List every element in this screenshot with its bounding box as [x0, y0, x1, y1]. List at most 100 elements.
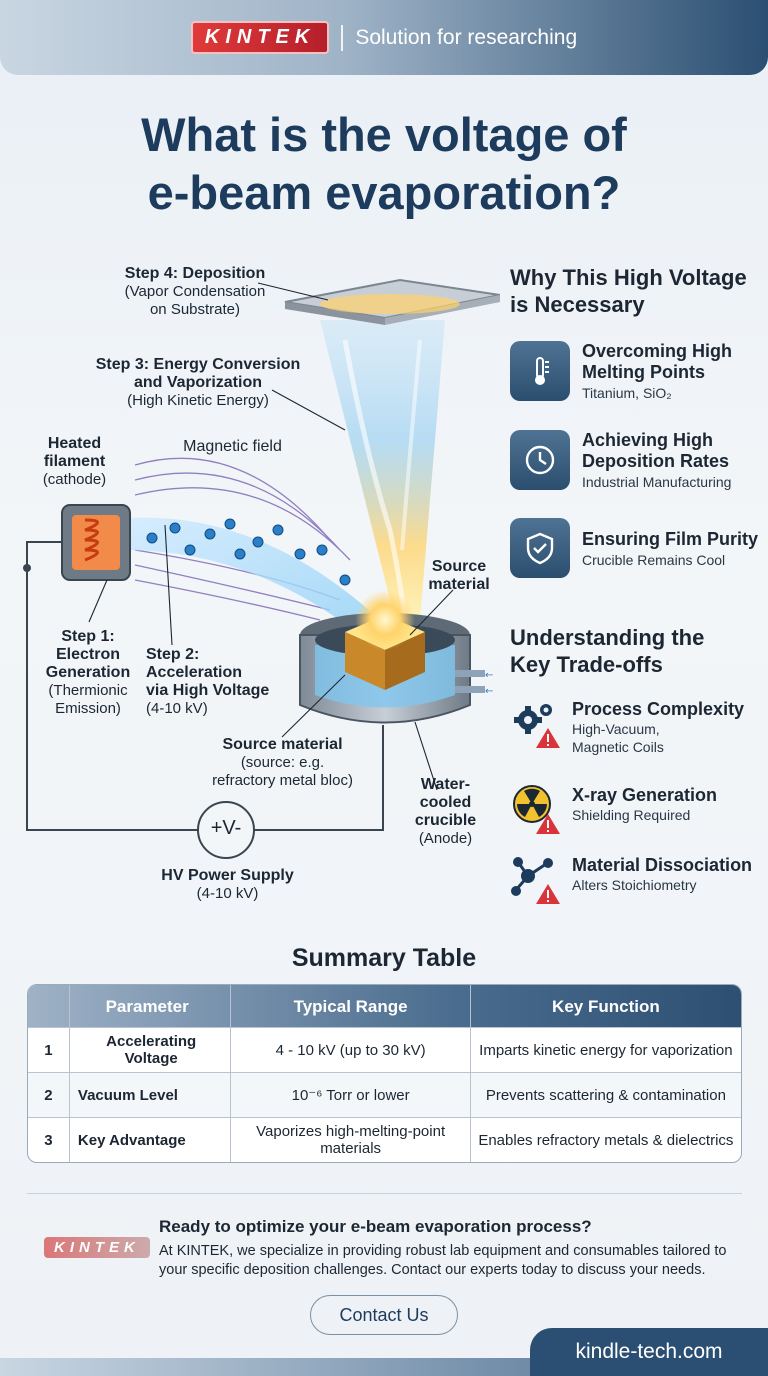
page-title-line-2: e-beam evaporation?	[147, 166, 621, 219]
step3-sub: (High Kinetic Energy)	[127, 392, 269, 409]
tradeoff-xray-title: X-ray Generation	[572, 785, 718, 805]
why-item-melting-sub: Titanium, SiO₂	[582, 385, 672, 401]
cta-body: At KINTEK, we specialize in providing ro…	[159, 1243, 727, 1278]
why-heading-2: is Necessary	[510, 292, 645, 317]
source-bottom-sub-1: (source: e.g.	[240, 754, 325, 771]
header-parameter: Parameter	[68, 985, 231, 1027]
step3-label: Step 3: Energy Conversion and Vaporizati…	[92, 356, 304, 410]
page-title: What is the voltage of e-beam evaporatio…	[0, 106, 768, 222]
tradeoffs-heading: Understanding the Key Trade-offs	[510, 624, 704, 678]
tradeoff-dissociation-title: Material Dissociation	[572, 855, 753, 875]
crucible-title-2: cooled	[419, 794, 472, 811]
row-range: 4 - 10 kV (up to 30 kV)	[230, 1028, 469, 1072]
tradeoff-dissociation-sub-1: Alters Stoichiometry	[572, 877, 697, 893]
tradeoff-xray: X-ray Generation Shielding Required	[510, 784, 717, 834]
shield-check-icon	[510, 518, 570, 578]
header-separator	[341, 24, 344, 51]
why-item-rates-sub: Industrial Manufacturing	[582, 474, 732, 490]
why-item-melting-title-2: Melting Points	[582, 362, 705, 382]
tradeoff-complexity-title: Process Complexity	[572, 699, 745, 719]
footer-strip	[0, 1358, 530, 1376]
table-header-row: Parameter Typical Range Key Function	[28, 985, 741, 1027]
contact-us-button[interactable]: Contact Us	[310, 1295, 458, 1335]
source-top-2: material	[428, 576, 490, 593]
clock-icon	[510, 430, 570, 490]
molecule-warning-icon	[510, 854, 560, 904]
source-top-1: Source	[431, 558, 487, 575]
step1-title-1: Step 1:	[61, 628, 115, 645]
why-item-melting-title-1: Overcoming High	[582, 341, 733, 361]
cta-kintek-logo[interactable]: KINTEK	[44, 1237, 150, 1258]
magnetic-field-label: Magnetic field	[183, 438, 282, 455]
step3-title-1: Step 3: Energy Conversion	[95, 356, 301, 373]
why-item-rates: Achieving High Deposition Rates Industri…	[510, 430, 731, 490]
filament-sub: (cathode)	[42, 471, 107, 488]
summary-table: Parameter Typical Range Key Function 1 A…	[27, 984, 742, 1163]
step1-sub-1: (Thermionic	[48, 682, 128, 699]
source-top-label: Source material	[420, 558, 498, 594]
step1-label: Step 1: Electron Generation (Thermionic …	[38, 628, 138, 718]
source-bottom-label: Source material (source: e.g. refractory…	[200, 736, 365, 790]
step2-title-1: Step 2:	[146, 646, 200, 663]
step4-sub-2: on Substrate)	[149, 301, 241, 318]
tradeoffs-heading-1: Understanding the	[510, 625, 705, 650]
header-bar: KINTEK Solution for researching	[0, 0, 768, 75]
section-divider	[27, 1193, 742, 1194]
row-range: 10⁻⁶ Torr or lower	[230, 1073, 469, 1117]
row-function: Enables refractory metals & dielectrics	[469, 1118, 741, 1162]
step4-label: Step 4: Deposition (Vapor Condensation o…	[110, 265, 280, 319]
summary-title: Summary Table	[291, 944, 477, 972]
leader-lines	[88, 282, 454, 791]
step3-title-2: and Vaporization	[133, 374, 262, 391]
table-row: 2 Vacuum Level 10⁻⁶ Torr or lower Preven…	[28, 1072, 741, 1117]
why-item-purity-sub: Crucible Remains Cool	[582, 551, 726, 568]
power-supply-symbol	[197, 801, 255, 859]
kintek-logo[interactable]: KINTEK	[190, 21, 330, 54]
step2-title-2: Acceleration	[146, 664, 243, 681]
step4-title: Step 4: Deposition	[124, 265, 266, 282]
magnetic-field-lines	[134, 457, 351, 621]
source-bottom-title: Source material	[222, 736, 343, 753]
row-function: Prevents scattering & contamination	[469, 1073, 741, 1117]
power-sub: (4-10 kV)	[196, 885, 259, 902]
why-item-rates-title-1: Achieving High	[582, 430, 714, 450]
why-item-purity: Ensuring Film Purity Crucible Remains Co…	[510, 518, 758, 578]
step2-label: Step 2: Acceleration via High Voltage (4…	[146, 646, 281, 718]
e-beam-diagram: ← ←	[23, 278, 500, 859]
header-range: Typical Range	[230, 985, 469, 1027]
step1-title-2: Electron	[55, 646, 120, 663]
power-symbol-label: +V-	[210, 817, 242, 839]
footer-url-link[interactable]: kindle-tech.com	[530, 1328, 768, 1376]
table-row: 1 Accelerating Voltage 4 - 10 kV (up to …	[28, 1027, 741, 1072]
source-bottom-sub-2: refractory metal bloc)	[212, 772, 353, 789]
row-parameter: Accelerating Voltage	[68, 1028, 231, 1072]
step4-sub-1: (Vapor Condensation	[124, 283, 266, 300]
radiation-warning-icon	[510, 784, 560, 834]
thermometer-icon	[510, 341, 570, 401]
step1-sub-2: Emission)	[55, 700, 121, 717]
tradeoff-complexity-sub-2: Magnetic Coils	[572, 739, 664, 755]
crucible-label: Water- cooled crucible (Anode)	[403, 776, 488, 848]
crucible-sub: (Anode)	[418, 830, 473, 847]
row-function: Imparts kinetic energy for vaporization	[469, 1028, 741, 1072]
filament-label: Heated filament (cathode)	[32, 435, 117, 489]
page-title-line-1: What is the voltage of	[141, 108, 627, 161]
svg-text:←: ←	[485, 686, 493, 697]
why-heading: Why This High Voltage is Necessary	[510, 264, 747, 318]
cta-title: Ready to optimize your e-beam evaporatio…	[159, 1217, 592, 1236]
header-index	[28, 985, 69, 1027]
row-index: 3	[44, 1131, 53, 1149]
step2-title-3: via High Voltage	[146, 682, 270, 699]
circuit-wires	[26, 541, 384, 831]
filament-title-1: Heated	[47, 435, 102, 452]
row-parameter: Key Advantage	[68, 1118, 231, 1162]
header-function: Key Function	[469, 985, 741, 1027]
filament-title-2: filament	[43, 453, 106, 470]
tradeoff-dissociation: Material Dissociation Alters Stoichiomet…	[510, 854, 752, 904]
why-item-rates-title-2: Deposition Rates	[582, 451, 730, 471]
table-row: 3 Key Advantage Vaporizes high-melting-p…	[28, 1117, 741, 1162]
step1-title-3: Generation	[45, 664, 131, 681]
tradeoffs-heading-2: Key Trade-offs	[510, 652, 663, 677]
electron-particles	[146, 518, 371, 631]
header-tagline: Solution for researching	[355, 25, 578, 49]
